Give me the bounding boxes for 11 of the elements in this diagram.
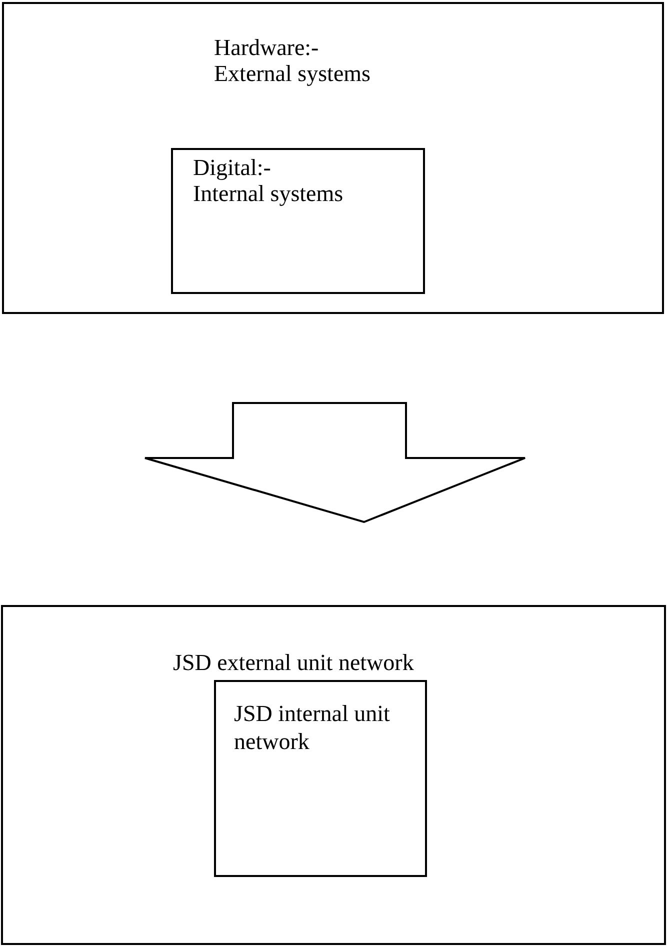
- block-arrow: [144, 402, 526, 524]
- box-label: JSD internal unit network: [234, 700, 391, 756]
- outer-box: [1, 605, 666, 945]
- inner-box: [214, 680, 427, 877]
- box-heading: Digital:-: [193, 154, 271, 182]
- box-label: JSD external unit network: [173, 649, 415, 677]
- box-label: Internal systems: [193, 180, 344, 208]
- box-heading: Hardware:-: [214, 34, 319, 62]
- inner-box: [171, 148, 425, 294]
- box-label: External systems: [214, 60, 370, 88]
- outer-box: [2, 2, 664, 314]
